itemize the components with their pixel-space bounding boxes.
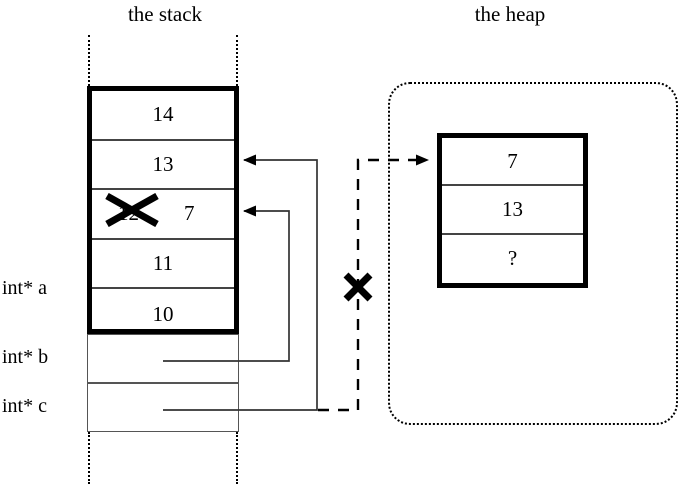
pointer-slot-c <box>87 383 239 432</box>
stack-cell-value: 11 <box>152 251 174 276</box>
stack-cell-new-value: 7 <box>184 201 195 226</box>
stack-cell: 11 <box>92 240 234 290</box>
stack-frame: 14 13 12 7 11 10 <box>87 86 239 334</box>
stack-dotted-guide-top-right <box>236 35 238 86</box>
stack-cell-value: 14 <box>152 102 174 127</box>
heap-cell: 7 <box>442 138 583 187</box>
stack-cell-old-value: 12 <box>118 201 139 226</box>
heap-cell-value: 13 <box>502 196 523 221</box>
stack-cell-value: 13 <box>152 151 174 176</box>
stack-cell: 13 <box>92 141 234 191</box>
heap-cell-value: ? <box>507 246 518 271</box>
broken-pointer-x-mark <box>343 272 373 302</box>
heap-cell: 13 <box>442 186 583 235</box>
heap-cell-value: 7 <box>507 148 518 173</box>
pointer-slot-b <box>87 334 239 383</box>
stack-dotted-guide-top-left <box>88 35 90 86</box>
heap-block: 7 13 ? <box>437 133 588 288</box>
stack-cell: 10 <box>92 289 234 339</box>
stack-cell-value: 10 <box>152 301 174 326</box>
variable-label-c: int* c <box>2 395 47 417</box>
variable-label-b: int* b <box>2 346 49 368</box>
stack-cell: 14 <box>92 91 234 141</box>
stack-dotted-guide-bottom-right <box>236 432 238 484</box>
stack-cell-struck: 12 7 <box>92 190 234 240</box>
heap-title: the heap <box>474 2 546 26</box>
stack-title: the stack <box>127 2 203 26</box>
stack-dotted-guide-bottom-left <box>88 432 90 484</box>
variable-label-a: int* a <box>2 277 47 299</box>
heap-cell: ? <box>442 235 583 283</box>
